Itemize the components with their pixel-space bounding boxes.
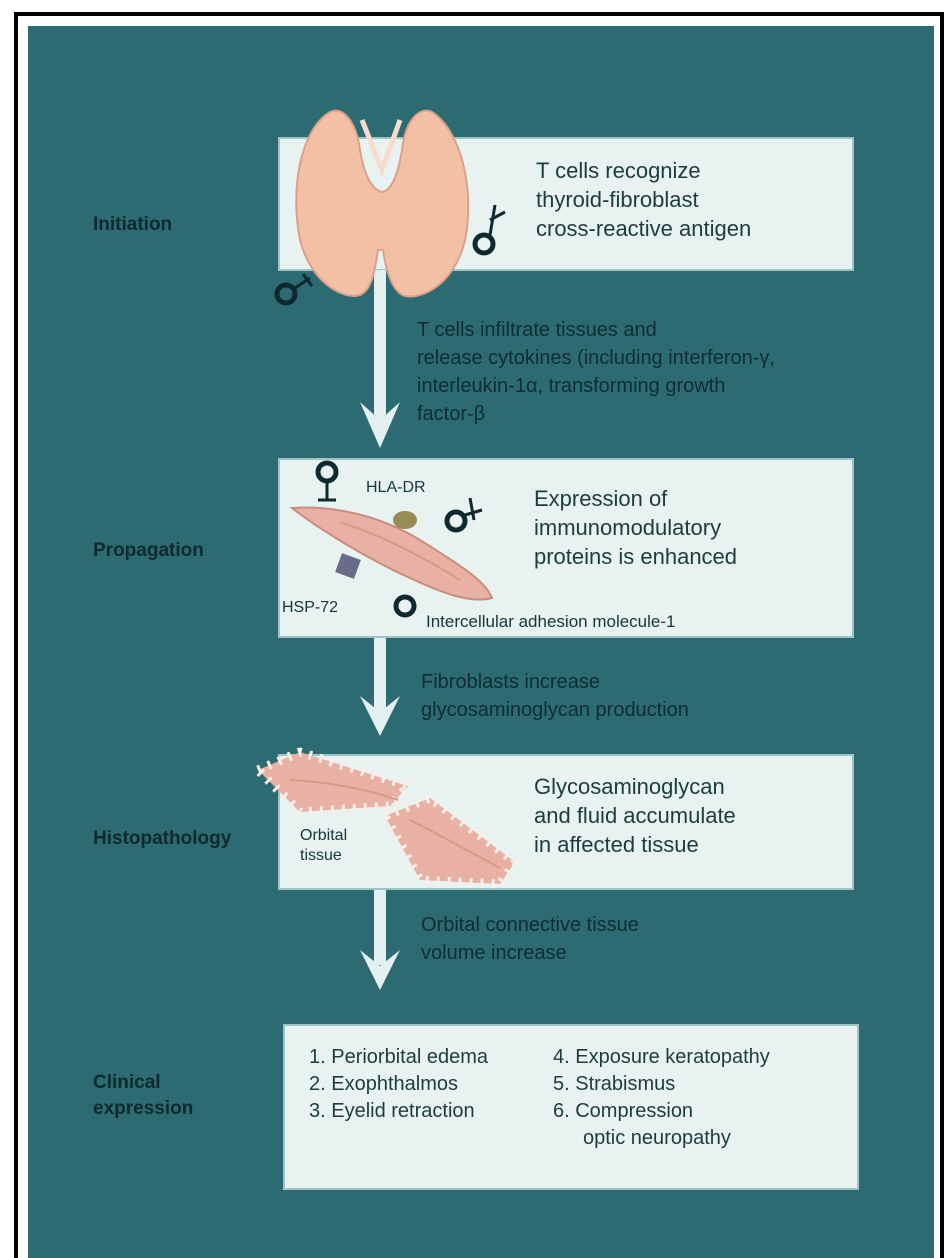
text-line: and fluid accumulate [534, 801, 736, 830]
clinical-list-left: 1. Periorbital edema 2. Exophthalmos 3. … [309, 1044, 488, 1125]
icam-icon [396, 597, 414, 615]
stage-label-clinical-line1: Clinical [93, 1070, 193, 1096]
hsp-72-label: HSP-72 [282, 598, 338, 618]
list-item: 6. Compression [553, 1098, 770, 1125]
text-line: T cells infiltrate tissues and [417, 316, 775, 344]
text-line: Glycosaminoglycan [534, 772, 736, 801]
text-line: immunomodulatory [534, 513, 737, 542]
text-line: thyroid-fibroblast [536, 185, 751, 214]
flow-arrow-3 [360, 890, 400, 990]
stage-label-clinical: Clinical expression [93, 1070, 193, 1122]
stage-label-histopathology: Histopathology [93, 826, 231, 852]
text-line: proteins is enhanced [534, 542, 737, 571]
histopathology-description: Glycosaminoglycan and fluid accumulate i… [534, 772, 736, 859]
text-line: factor-β [417, 400, 775, 428]
stage-label-clinical-line2: expression [93, 1096, 193, 1122]
text-line: volume increase [421, 939, 639, 967]
list-item: 1. Periorbital edema [309, 1044, 488, 1071]
hla-dr-label: HLA-DR [366, 478, 426, 498]
hla-dr-receptor-icon [318, 463, 336, 500]
propagation-description: Expression of immunomodulatory proteins … [534, 484, 737, 571]
text-line: in affected tissue [534, 830, 736, 859]
text-line: interleukin-1α, transforming growth [417, 372, 775, 400]
list-item: 2. Exophthalmos [309, 1071, 488, 1098]
text-line: tissue [300, 846, 347, 866]
orbital-tissue-label: Orbital tissue [300, 826, 347, 866]
text-line: T cells recognize [536, 156, 751, 185]
icam-label: Intercellular adhesion molecule-1 [426, 612, 675, 632]
hsp-72-icon [335, 553, 361, 579]
initiation-description: T cells recognize thyroid-fibroblast cro… [536, 156, 751, 243]
text-line: Orbital [300, 826, 347, 846]
clinical-list-right: 4. Exposure keratopathy 5. Strabismus 6.… [553, 1044, 770, 1152]
list-item: 3. Eyelid retraction [309, 1098, 488, 1125]
flow-text-3: Orbital connective tissue volume increas… [421, 911, 639, 967]
t-cell-icon [447, 498, 482, 530]
orbital-tissue-icon [258, 752, 515, 884]
text-line: Orbital connective tissue [421, 911, 639, 939]
text-line: Expression of [534, 484, 737, 513]
t-cell-icon [475, 205, 505, 253]
stage-label-initiation: Initiation [93, 212, 172, 238]
flow-text-2: Fibroblasts increase glycosaminoglycan p… [421, 668, 689, 724]
text-line: release cytokines (including interferon-… [417, 344, 775, 372]
list-item: optic neuropathy [553, 1125, 770, 1152]
text-line: glycosaminoglycan production [421, 696, 689, 724]
list-item: 4. Exposure keratopathy [553, 1044, 770, 1071]
t-cell-icon [277, 274, 312, 303]
stage-label-propagation: Propagation [93, 538, 204, 564]
flow-arrow-1 [360, 270, 400, 448]
fibroblast-icon [292, 507, 492, 599]
thyroid-gland-icon [296, 111, 468, 297]
list-item: 5. Strabismus [553, 1071, 770, 1098]
flow-arrow-2 [360, 638, 400, 736]
flow-text-1: T cells infiltrate tissues and release c… [417, 316, 775, 428]
text-line: cross-reactive antigen [536, 214, 751, 243]
text-line: Fibroblasts increase [421, 668, 689, 696]
